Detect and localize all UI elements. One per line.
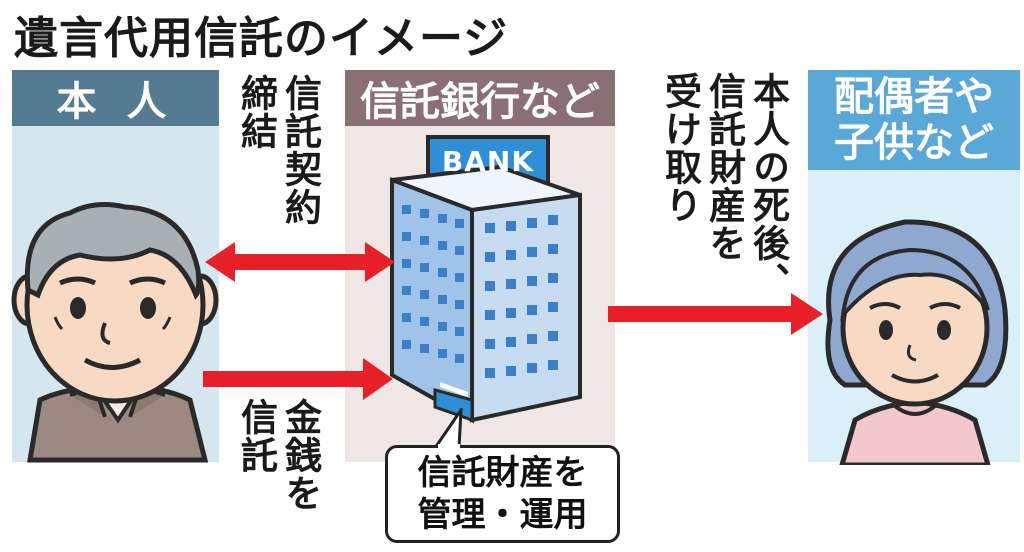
page-title: 遺言代用信託のイメージ xyxy=(14,13,509,64)
elderly-woman-illustration xyxy=(825,219,1009,465)
money-label-col1: 金銭を xyxy=(278,398,322,512)
elderly-man-illustration xyxy=(11,202,219,463)
receive-label-col3: 受け取り xyxy=(658,72,702,224)
self-header: 本 人 xyxy=(12,70,219,126)
contract-label-col1: 信託契約 xyxy=(278,74,322,226)
note-line2: 管理・運用 xyxy=(417,495,588,535)
family-header-line1: 配偶者や xyxy=(834,74,994,120)
receive-arrow xyxy=(608,293,823,335)
receive-label-col1: 本人の死後、 xyxy=(746,72,790,300)
bank-building-illustration xyxy=(390,135,582,424)
bank-header: 信託銀行など xyxy=(345,70,615,126)
contract-arrow xyxy=(205,242,395,282)
note-pointer-cover xyxy=(438,444,460,450)
receive-label-col2: 信託財産を xyxy=(702,72,746,262)
bank-role-note: 信託財産を 管理・運用 xyxy=(385,445,620,543)
note-line1: 信託財産を xyxy=(417,452,588,493)
money-arrow xyxy=(203,358,393,400)
family-header: 配偶者や 子供など xyxy=(808,70,1020,170)
bank-sign-label: BANK xyxy=(441,144,535,178)
contract-label-col2: 締結 xyxy=(234,74,278,150)
money-label-col2: 信託 xyxy=(234,398,278,474)
family-header-line2: 子供など xyxy=(834,120,994,166)
